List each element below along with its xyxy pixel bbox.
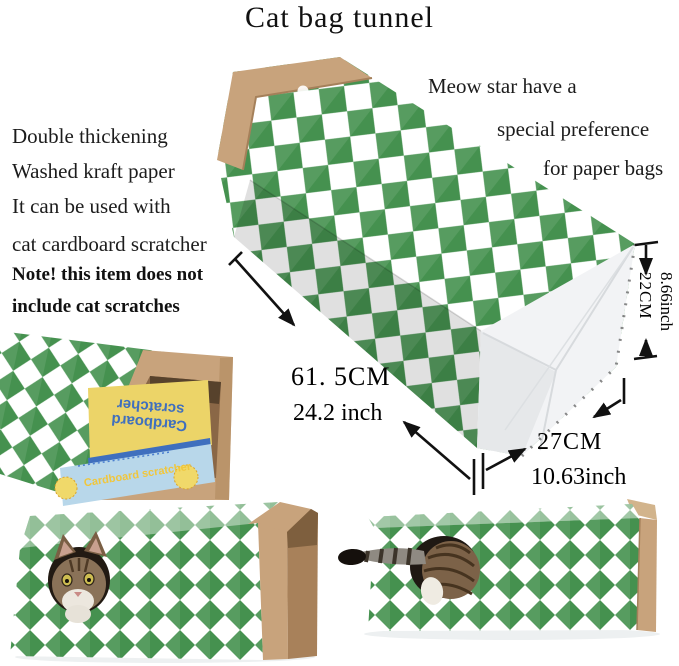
kraft-fold xyxy=(217,57,372,170)
tunnel-top-face xyxy=(368,504,640,528)
cat-pupil xyxy=(87,578,91,582)
cat-paw xyxy=(420,577,444,605)
width-inch-label: 10.63inch xyxy=(531,464,627,490)
tunnel-photo-right xyxy=(338,499,660,640)
kraft-flap xyxy=(627,499,657,520)
tunnel-front-face xyxy=(368,518,640,631)
box-top-label-line2: scratcher xyxy=(116,395,185,418)
tunnel-top-highlight xyxy=(20,502,280,548)
box-dotted-line xyxy=(77,451,171,467)
height-bar-top xyxy=(634,240,659,247)
height-cm-label: 22CM xyxy=(636,272,655,320)
box-yellow-badge xyxy=(173,464,199,490)
tunnel-photo-left xyxy=(10,502,318,663)
box-top-label-line1: Cardboard xyxy=(111,411,188,435)
scratcher-photo: Cardboard scratcher Cardboard scratcher xyxy=(0,331,233,506)
width-cm-label: 27CM xyxy=(537,429,603,455)
bag-bottom-shade xyxy=(477,331,556,456)
cat-tail-stripes xyxy=(364,547,412,566)
tagline-line: Meow star have a xyxy=(428,74,577,98)
bag-bottom-crease xyxy=(504,246,634,431)
cat-pupil xyxy=(65,579,69,583)
height-bar-bottom xyxy=(633,354,658,361)
kraft-mouth-strip xyxy=(258,523,288,660)
box-yellow-badge xyxy=(54,476,78,500)
cat-chest xyxy=(65,605,91,623)
box-front-band xyxy=(60,444,215,506)
tagline-line: for paper bags xyxy=(543,156,664,180)
tunnel-top-face xyxy=(20,502,280,548)
feature-line: Washed kraft paper xyxy=(12,159,175,183)
height-label: 8.66inch 22CM xyxy=(635,272,677,331)
length-inch-label: 24.2 inch xyxy=(293,400,383,426)
warning-line: include cat scratches xyxy=(12,296,180,317)
width-arrow-left xyxy=(485,447,527,472)
box-top-label: Cardboard scratcher xyxy=(111,395,188,435)
cat-head xyxy=(48,531,110,623)
length-cm-label: 61. 5CM xyxy=(291,362,391,391)
length-arrow-top xyxy=(234,258,296,327)
main-product-photo xyxy=(217,57,637,458)
tagline-line: special preference xyxy=(497,117,650,141)
height-inch-label: 8.66inch xyxy=(657,272,676,332)
tunnel-top-highlight xyxy=(368,504,640,528)
cat-nose xyxy=(74,592,82,597)
length-arrow-bottom xyxy=(402,420,471,480)
page-title: Cat bag tunnel xyxy=(245,1,434,34)
warning-line: Note! this item does not xyxy=(12,264,204,285)
cat-tail-tip xyxy=(338,548,366,566)
feature-line: It can be used with xyxy=(12,194,171,218)
cat-ear-inner xyxy=(59,541,73,557)
cardboard-scratcher-box: Cardboard scratcher Cardboard scratcher xyxy=(54,380,215,506)
box-top-face xyxy=(88,380,212,462)
cat-forehead-stripes xyxy=(68,558,90,573)
dimension-annotations xyxy=(228,240,659,495)
feature-line: cat cardboard scratcher xyxy=(12,232,207,256)
bag-crease-line xyxy=(249,179,482,332)
bag-side-shading xyxy=(234,180,481,448)
photo-shadow xyxy=(364,628,660,640)
kraft-fold-inner-edge xyxy=(242,77,373,171)
kraft-interior-shadow xyxy=(287,509,318,548)
kraft-edge xyxy=(636,517,641,631)
width-arrow-right xyxy=(592,398,622,419)
kraft-end-strip xyxy=(637,518,657,632)
bag-bottom-crease xyxy=(539,369,557,451)
cat-ear-inner xyxy=(89,538,102,554)
cat-body-stripes xyxy=(423,543,475,596)
bag-handle-notch xyxy=(297,85,309,97)
length-tick-top xyxy=(228,251,243,266)
feature-line: Double thickening xyxy=(12,124,168,148)
bag-pattern-face xyxy=(0,331,165,500)
cat-entering xyxy=(338,536,480,605)
